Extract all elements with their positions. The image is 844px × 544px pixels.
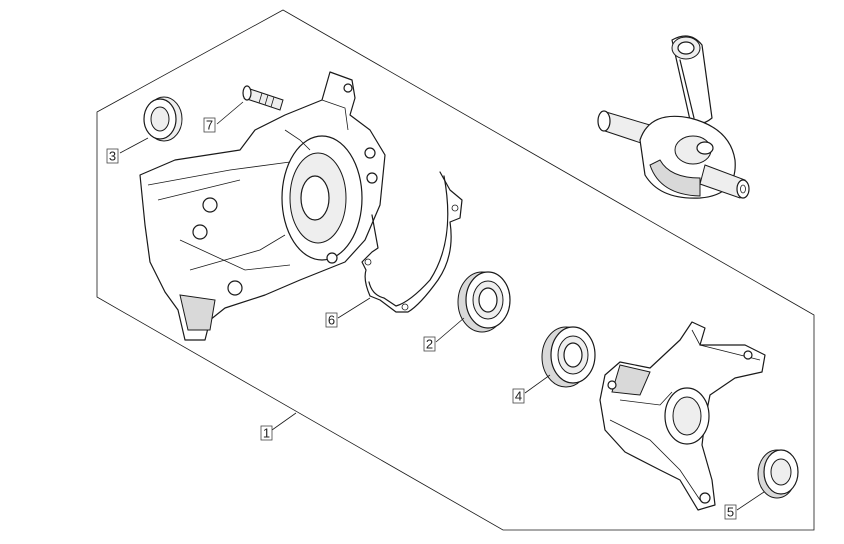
callout-6-label: 6: [328, 313, 335, 328]
crankcase-half-right: [599, 321, 766, 511]
bearing: [457, 271, 511, 333]
callout-5-label: 5: [727, 505, 734, 520]
callout-1-label: 1: [263, 426, 270, 441]
bolt: [242, 85, 284, 111]
crankshaft: [597, 35, 750, 199]
kit-outline: [96, 9, 815, 531]
callout-5: 5: [724, 505, 737, 520]
oil-seal: [143, 96, 183, 142]
callout-3-label: 3: [109, 149, 116, 164]
callout-3: 3: [106, 149, 119, 164]
callout-4-label: 4: [515, 389, 522, 404]
bearing: [541, 326, 596, 388]
leader-lines: [119, 101, 765, 511]
callout-6: 6: [325, 313, 338, 328]
gasket: [361, 171, 463, 313]
callout-7-label: 7: [206, 118, 213, 133]
callout-1: 1: [260, 426, 273, 441]
crankcase-half-left: [139, 71, 386, 341]
callout-2: 2: [423, 337, 436, 352]
callout-4: 4: [512, 389, 525, 404]
callout-2-label: 2: [426, 337, 433, 352]
callout-7: 7: [203, 118, 216, 133]
oil-seal: [757, 449, 799, 499]
